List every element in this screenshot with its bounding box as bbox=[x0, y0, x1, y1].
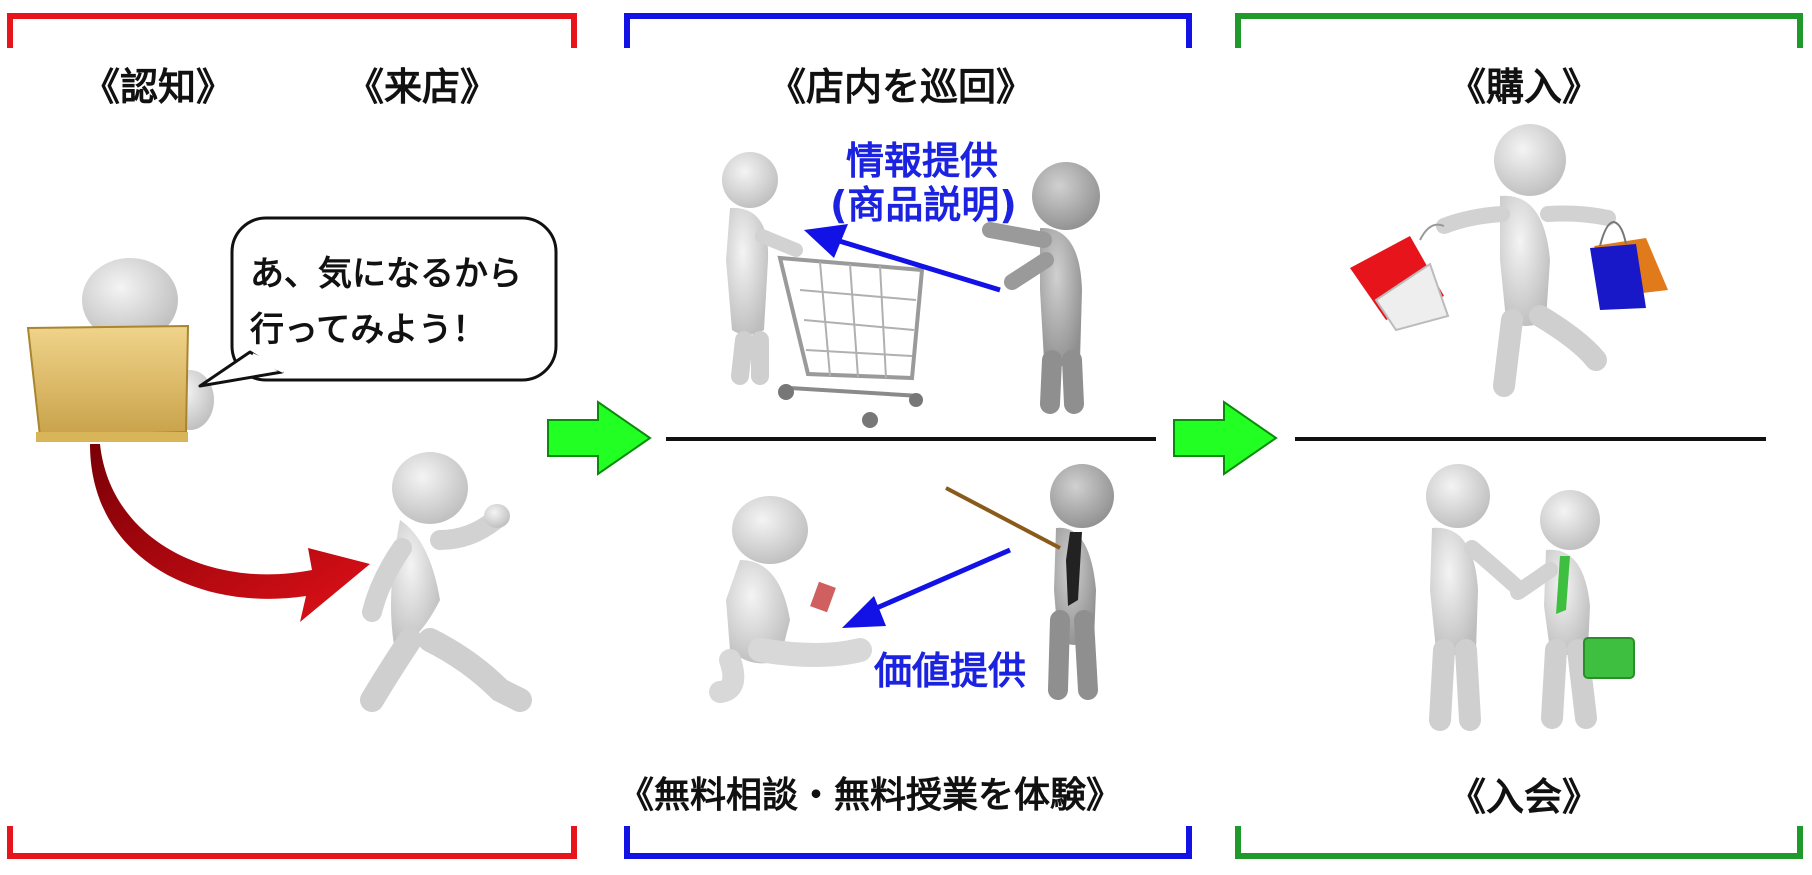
bracket-blue-bottom bbox=[624, 826, 1192, 859]
stage-label-purchase: 《購入》 bbox=[1448, 65, 1601, 109]
bracket-green-top bbox=[1235, 13, 1803, 48]
teacher-figure bbox=[945, 464, 1114, 700]
handshake-left-figure bbox=[1426, 464, 1528, 731]
green-arrow-2 bbox=[1173, 400, 1278, 476]
value-arrow bbox=[842, 547, 1011, 628]
blue-shopping-bags bbox=[1590, 220, 1668, 310]
speech-bubble-text: あ、気になるから 行ってみよう！ bbox=[250, 246, 522, 358]
stage-label-join: 《入会》 bbox=[1448, 775, 1601, 819]
stage-label-tour: 《店内を巡回》 bbox=[768, 65, 1035, 109]
red-curve-arrow bbox=[90, 444, 370, 622]
stage-label-awareness: 《認知》 bbox=[82, 65, 235, 109]
green-arrow-1 bbox=[547, 400, 652, 476]
info-arrow bbox=[804, 224, 1001, 293]
bracket-blue-top bbox=[624, 13, 1192, 48]
product-explanation-label: (商品説明) bbox=[830, 183, 1017, 227]
cart-person-figure bbox=[722, 152, 803, 385]
stage-label-consult: 《無料相談・無料授業を体験》 bbox=[618, 775, 1123, 816]
speech-bubble bbox=[198, 216, 558, 388]
speech-bubble-line2: 行ってみよう！ bbox=[250, 310, 487, 350]
shopping-cart bbox=[777, 255, 925, 428]
clerk-figure bbox=[982, 162, 1100, 414]
bracket-red-top bbox=[7, 13, 577, 48]
value-provision-label: 価値提供 bbox=[874, 649, 1027, 693]
bracket-red-bottom bbox=[7, 826, 577, 859]
laptop-person-figure bbox=[26, 258, 214, 442]
red-shopping-bags bbox=[1350, 223, 1450, 332]
sitting-person-figure bbox=[709, 496, 872, 703]
bracket-green-bottom bbox=[1235, 826, 1803, 859]
handshake-right-figure bbox=[1510, 490, 1635, 729]
stage-label-visit: 《来店》 bbox=[346, 65, 499, 109]
shopper-figure bbox=[1436, 124, 1616, 397]
speech-bubble-line1: あ、気になるから bbox=[250, 254, 522, 294]
running-person-figure bbox=[360, 452, 532, 712]
info-provision-label: 情報提供 bbox=[846, 139, 999, 183]
